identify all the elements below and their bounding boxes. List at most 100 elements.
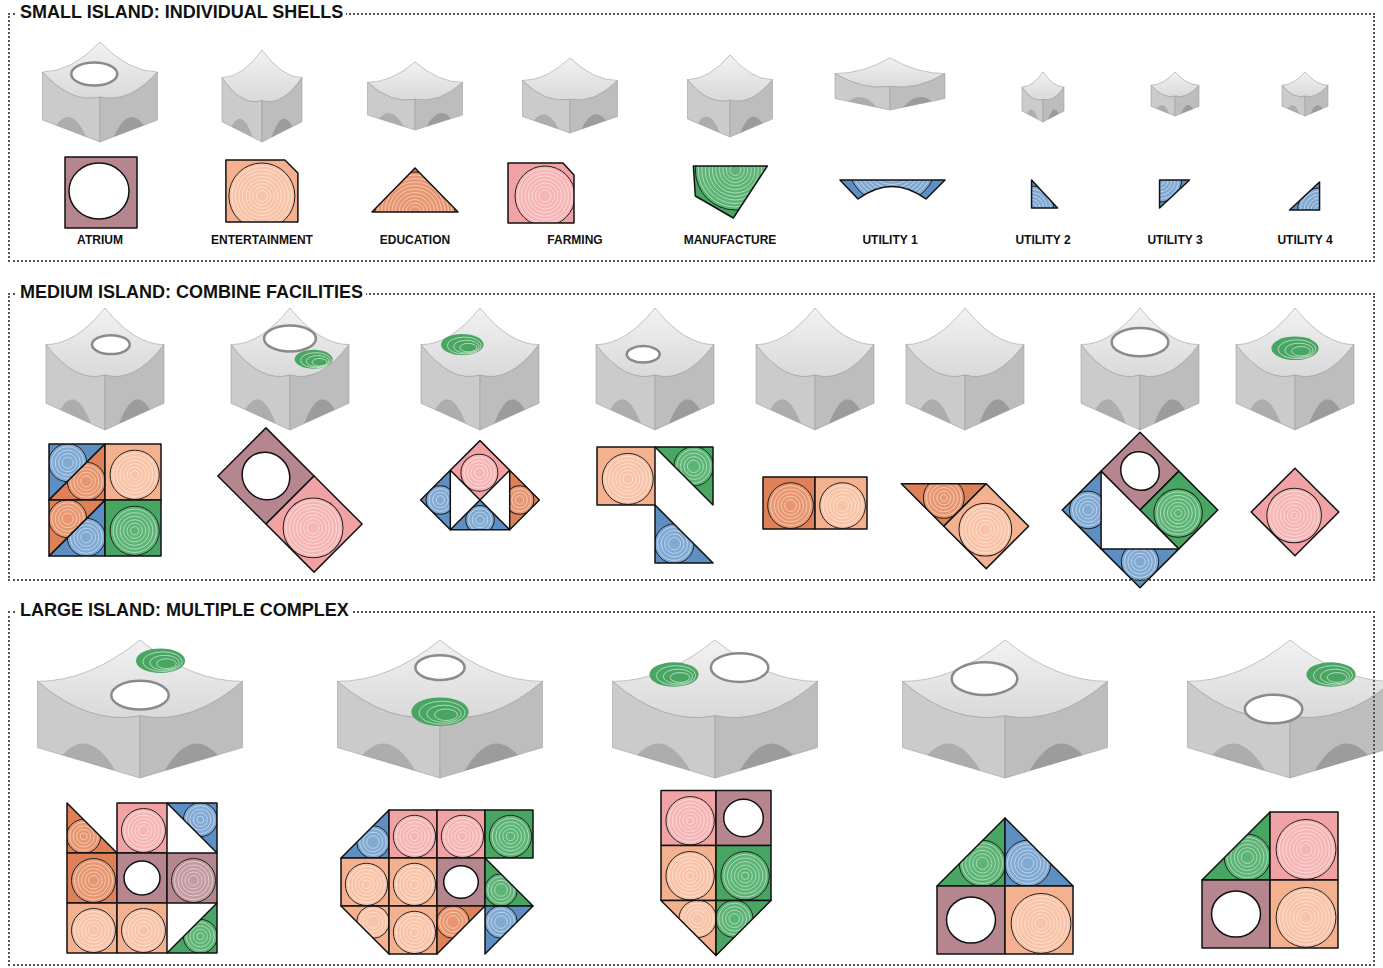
- ring-line: [1032, 914, 1051, 933]
- section-heading: LARGE ISLAND: MULTIPLE COMPLEX: [16, 600, 352, 621]
- ring-line: [410, 928, 418, 936]
- ring-line: [1076, 498, 1101, 523]
- plan-outline: [1140, 471, 1218, 549]
- ring-line: [193, 813, 207, 827]
- ring-line: [1238, 848, 1257, 867]
- shell-wall: [222, 78, 262, 142]
- plan-composition: [67, 803, 218, 954]
- shell-wall: [1282, 85, 1305, 116]
- figure-group: [1138, 158, 1190, 208]
- ring-line: [1289, 511, 1298, 520]
- facility-plan: UTILITY 3: [1145, 180, 1204, 249]
- ring-line: [1297, 908, 1316, 927]
- plan-fill: [944, 484, 1029, 569]
- ring-line: [1118, 540, 1162, 584]
- ring-line: [178, 865, 209, 896]
- plan-pattern: [695, 130, 775, 210]
- facility-label: UTILITY 2: [1015, 233, 1070, 248]
- plan-fill: [1005, 818, 1073, 886]
- ring-line: [719, 903, 750, 934]
- ring-line: [70, 822, 98, 850]
- plan-composition: [49, 444, 161, 557]
- island-panel: LARGE ISLAND: MULTIPLE COMPLEX: [8, 611, 1375, 966]
- ring-line: [117, 513, 153, 549]
- shell-arch: [979, 399, 1010, 423]
- terrace-line: [460, 343, 477, 351]
- plan-outline: [437, 906, 485, 954]
- ring-line: [719, 154, 751, 186]
- ring-line: [701, 137, 768, 204]
- ring-disk: [489, 815, 531, 857]
- shell-model: [903, 640, 1108, 778]
- ring-disk: [183, 803, 217, 837]
- shell-arch: [494, 399, 525, 423]
- ring-line: [1071, 493, 1106, 528]
- plan-pattern: [959, 840, 1005, 886]
- shell-arch: [1315, 743, 1368, 770]
- ring-line: [1035, 917, 1047, 929]
- ring-line: [120, 460, 149, 489]
- ring-line: [280, 495, 346, 561]
- ring-line: [823, 486, 863, 526]
- ring-line: [665, 534, 684, 553]
- ring-line: [1021, 903, 1061, 943]
- ring-line: [78, 865, 109, 896]
- shell-arch: [534, 114, 559, 129]
- ring-line: [1279, 890, 1333, 944]
- plan-outline: [167, 903, 217, 953]
- shell-arch: [232, 119, 253, 137]
- ring-line: [85, 872, 102, 889]
- ring-line: [529, 180, 562, 213]
- plan-pattern: [1276, 887, 1336, 947]
- plan-pattern: [72, 859, 116, 903]
- ring-line: [363, 912, 383, 932]
- plan-outline: [67, 803, 117, 853]
- plan-outline: [716, 791, 771, 846]
- plan-outline: [437, 858, 485, 906]
- facility-label: ENTERTAINMENT: [211, 233, 313, 248]
- ring-line: [514, 494, 526, 506]
- plan-pattern: [485, 906, 518, 939]
- shell-model: [613, 640, 818, 778]
- shell-arch: [60, 399, 91, 423]
- shell-model: [906, 308, 1024, 430]
- plan-fill: [655, 447, 713, 505]
- ring-line: [135, 822, 152, 839]
- plan-fill: [49, 500, 105, 556]
- ring-line: [1275, 496, 1314, 535]
- plan-outline: [1202, 812, 1270, 880]
- ring-line: [1025, 907, 1058, 940]
- ring-line: [781, 496, 800, 515]
- plan-fill: [167, 853, 217, 903]
- ring-disk: [847, 115, 937, 205]
- plan-outline: [372, 168, 458, 212]
- plan-outline: [661, 791, 716, 846]
- ring-line: [929, 483, 958, 512]
- ring-line: [113, 453, 156, 496]
- plan-fill: [49, 500, 105, 556]
- plan-composition: [1062, 432, 1218, 588]
- ring-disk: [437, 906, 470, 939]
- plan-fill: [815, 477, 867, 529]
- ring-line: [464, 504, 496, 536]
- plan-pattern: [122, 809, 166, 853]
- ring-disk: [695, 130, 775, 210]
- ring-line: [403, 873, 425, 895]
- shell-model: [1022, 72, 1064, 122]
- plan-outline: [49, 500, 105, 556]
- ring-disk: [122, 909, 166, 953]
- plan-outline: [597, 447, 655, 505]
- ring-line: [499, 825, 521, 847]
- ring-line: [774, 489, 807, 522]
- shell-wall: [421, 345, 480, 430]
- plan-composition: [420, 440, 540, 560]
- shell-wall: [1290, 681, 1383, 778]
- ring-disk: [420, 480, 460, 520]
- plan-pattern: [110, 506, 159, 555]
- plan-pattern: [393, 911, 435, 953]
- ring-line: [1158, 493, 1198, 533]
- plan-outline: [49, 444, 105, 500]
- ring-line: [62, 513, 73, 524]
- plan-outline: [67, 903, 117, 953]
- plan-composition: [1251, 468, 1339, 556]
